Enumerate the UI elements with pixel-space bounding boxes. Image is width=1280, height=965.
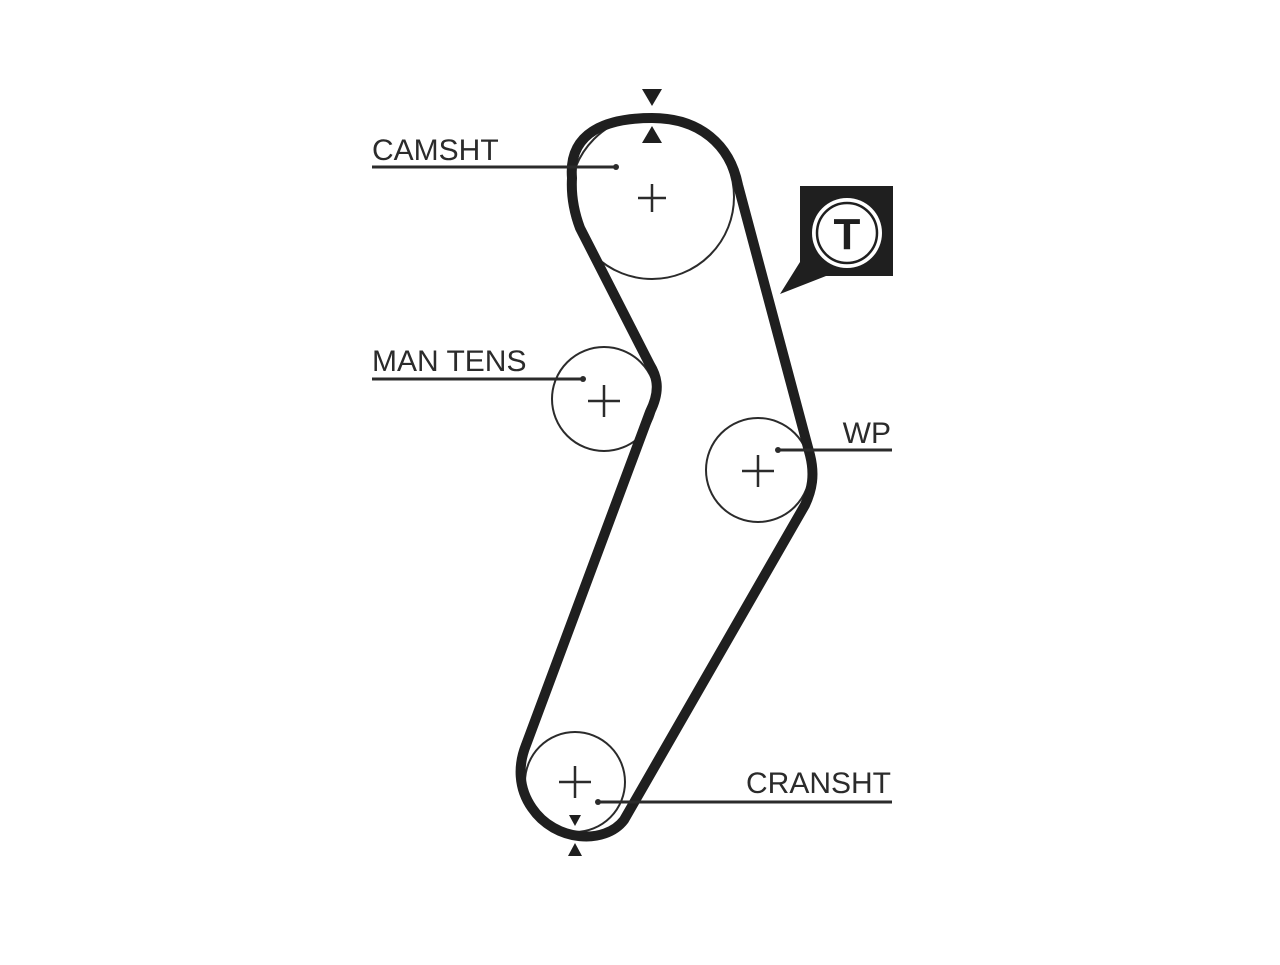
crankshaft-leader xyxy=(595,799,892,805)
tension-callout: T xyxy=(780,186,893,294)
camshaft-center-mark xyxy=(638,184,666,212)
tension-badge-letter: T xyxy=(834,210,861,259)
crankshaft-timing-mark-inner xyxy=(569,815,581,826)
crankshaft-center-mark xyxy=(559,766,591,798)
tensioner-center-mark xyxy=(588,385,620,417)
water-pump-label: WP xyxy=(843,417,891,450)
camshaft-leader xyxy=(372,164,619,170)
water-pump-leader xyxy=(775,447,892,453)
manual-tensioner-label: MAN TENS xyxy=(372,345,526,378)
crankshaft-timing-mark-outer xyxy=(568,843,582,856)
tension-badge-circle xyxy=(812,198,882,268)
camshaft-timing-mark-outer xyxy=(642,89,662,106)
timing-belt xyxy=(515,113,818,842)
camshaft-label: CAMSHT xyxy=(372,134,499,167)
tensioner-leader xyxy=(372,376,586,382)
camshaft-timing-mark-inner xyxy=(642,126,662,143)
crankshaft-label: CRANSHT xyxy=(746,767,891,800)
water-pump-center-mark xyxy=(742,455,774,487)
